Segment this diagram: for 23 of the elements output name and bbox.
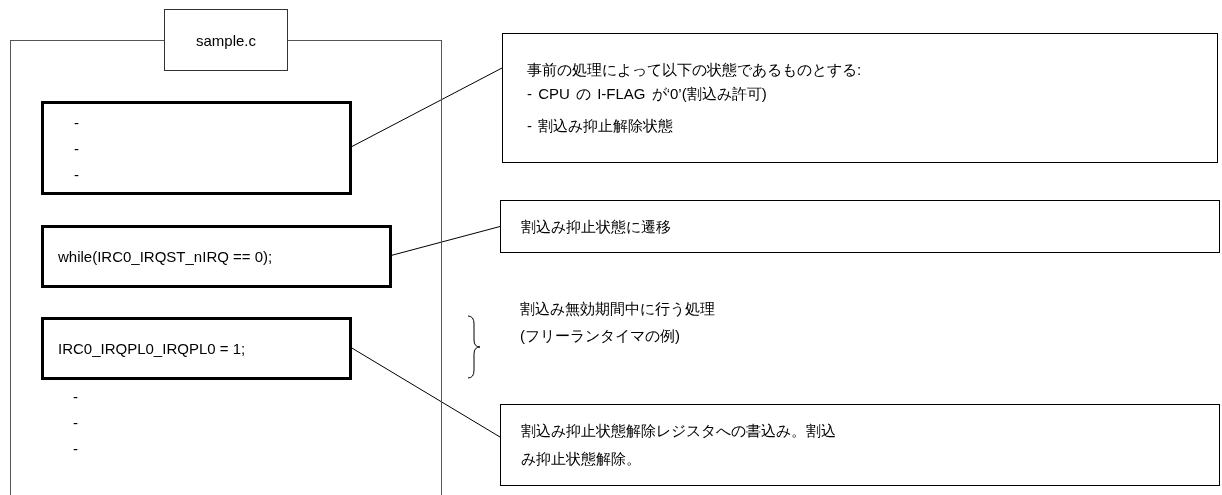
ellipsis-dash: - bbox=[73, 440, 78, 457]
note-text: 割込み抑止状態に遷移 bbox=[521, 216, 671, 237]
code-box bbox=[41, 225, 392, 288]
code-line: IRC0_IRQPL0_IRQPL0 = 1; bbox=[58, 338, 246, 359]
leader-line bbox=[390, 226, 501, 256]
callout-box bbox=[500, 200, 1220, 253]
code-line: while(IRC0_IRQST_nIRQ == 0); bbox=[58, 246, 273, 267]
code-box bbox=[41, 317, 352, 380]
callout-box bbox=[500, 404, 1220, 486]
leader-line bbox=[350, 67, 503, 148]
code-box bbox=[41, 101, 352, 195]
ellipsis-dash: - bbox=[73, 388, 78, 405]
note-text: 割込み抑止状態解除レジスタへの書込み。割込み抑止状態解除。 bbox=[521, 421, 837, 469]
leader-line bbox=[350, 347, 501, 438]
ellipsis-dashes: - - - bbox=[74, 113, 80, 185]
callout-box bbox=[502, 33, 1218, 163]
file-name-label: sample.c bbox=[164, 9, 288, 71]
note-text: 割込み無効期間中に行う処理 bbox=[520, 300, 715, 319]
bullet-item: - CPU の I-FLAG が‘0’(割込み許可) bbox=[526, 84, 767, 104]
bullet-item: - 割込み抑止解除状態 bbox=[526, 116, 674, 136]
ellipsis-dash: - bbox=[73, 414, 78, 431]
note-text: 事前の処理によって以下の状態であるものとする: bbox=[526, 60, 862, 80]
note-text: (フリーランタイマの例) bbox=[520, 327, 680, 346]
